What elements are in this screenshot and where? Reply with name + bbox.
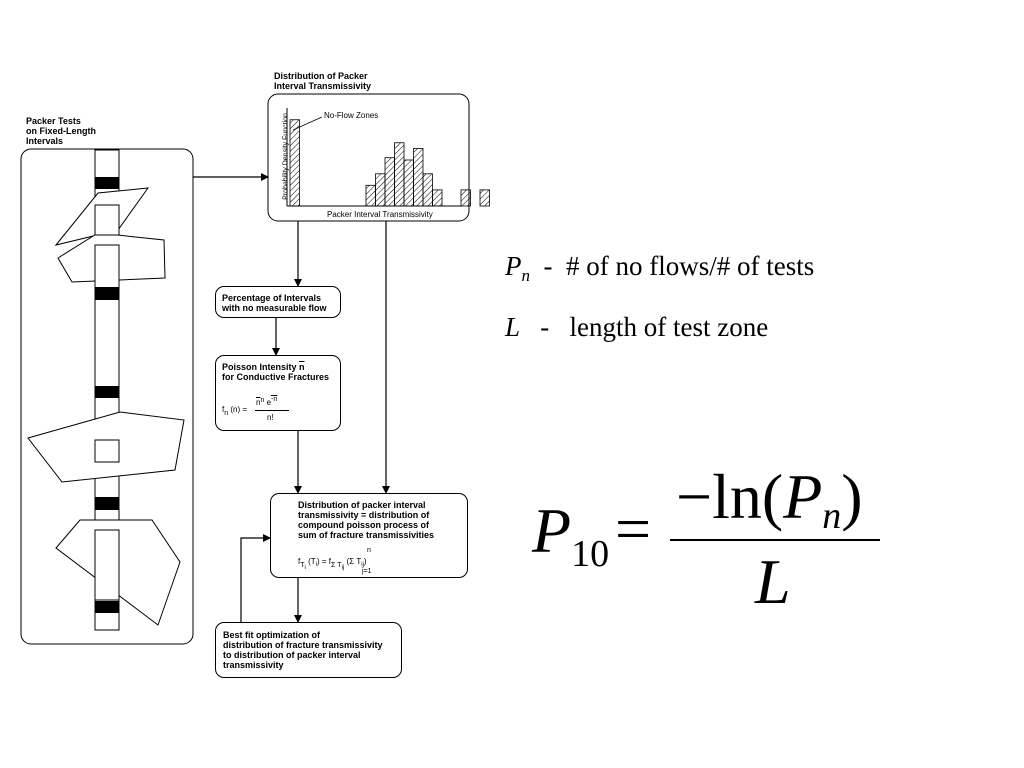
histogram-bar [432,189,443,207]
definition-pn: Pn - # of no flows/# of tests [505,251,815,285]
histogram-bar [375,173,386,207]
distribution-formula: fTi (Ti) = fΣ Tij (Σ Tij) [298,557,367,571]
poisson-fraction-bar [255,410,289,411]
percentage-box [215,286,341,318]
distribution-text: Distribution of packer interval transmis… [298,500,435,540]
bestfit-text: Best fit optimization of distribution of… [223,630,383,670]
histogram-bar [289,119,300,207]
poisson-numerator: nn e-n [256,396,278,407]
histogram-bar [460,189,471,207]
histogram-bars [289,119,490,207]
no-flow-annotation: No-Flow Zones [324,111,379,120]
histogram-xlabel: Packer Interval Transmissivity [327,210,433,219]
formula-equals: = [615,493,652,564]
borehole-front-icon [94,204,120,613]
bestfit-box [215,622,402,678]
histogram-bar [413,148,424,207]
histogram-box [267,93,470,222]
poisson-f-label: fn (n) = [222,405,248,417]
histogram-bar [384,157,395,207]
formula-numerator: −ln(Pn) [676,461,863,538]
poisson-denominator: n! [267,413,274,422]
poisson-title: Poisson Intensity n [222,362,305,372]
histogram-bar [394,142,405,207]
poisson-title-line2: for Conductive Fractures [222,372,330,382]
histogram-ylabel: Probability Density Function [282,113,290,200]
distribution-sum-upper: n [367,547,371,554]
histogram-bar [479,189,490,207]
packer-tests-title: Packer Tests on Fixed-Length Intervals [26,116,96,146]
percentage-text: Percentage of Intervals with no measurab… [222,293,327,313]
definition-l: L - length of test zone [505,312,769,342]
histogram-bar [365,184,376,207]
poisson-box [215,355,341,431]
arrow-bestfit-feedback [240,534,271,622]
packer-tests-panel [20,148,194,645]
histogram-bar [422,173,433,207]
distribution-sum-lower: j=1 [362,568,372,575]
distribution-box [270,493,468,578]
histogram-bar [403,159,414,207]
formula-denominator: L [755,546,791,617]
distribution-title: Distribution of Packer Interval Transmis… [274,71,372,91]
formula-lhs: P10 [532,495,610,576]
